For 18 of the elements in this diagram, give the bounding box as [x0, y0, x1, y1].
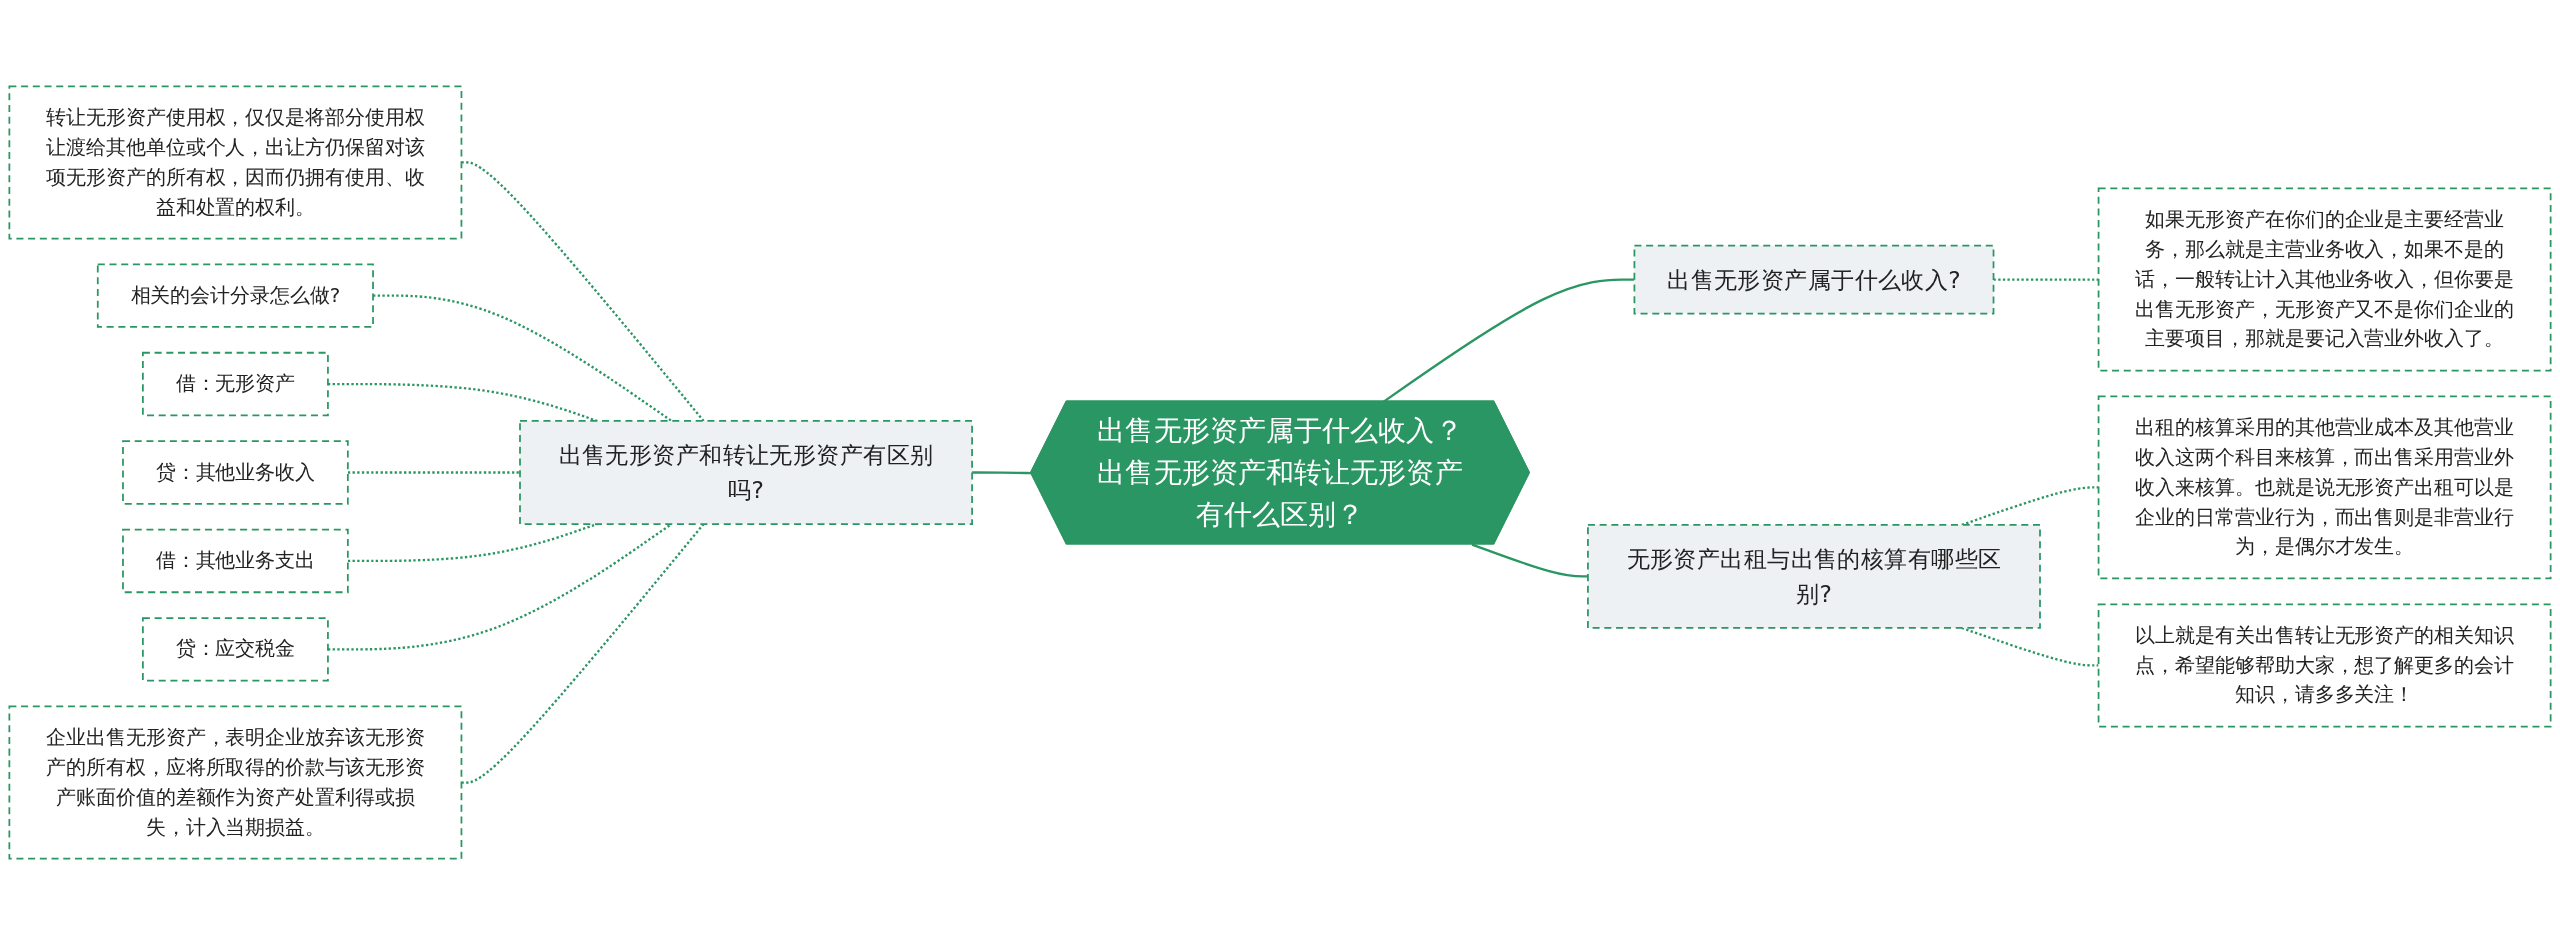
node-box: 借：无形资产	[142, 351, 329, 417]
node-box: 出租的核算采用的其他营业成本及其他营业收入这两个科目来核算，而出售采用营业外收入来核算。也就是说无形资产出租可以是企业的日常营业行为，而出售则是非营业行为，是偶尔才发生。	[2097, 395, 2552, 580]
connector	[327, 523, 673, 651]
node-box: 无形资产出租与出售的核算有哪些区别?	[1587, 524, 2041, 629]
connector	[1383, 278, 1635, 403]
node-box: 贷：其他业务收入	[122, 440, 349, 505]
node-box: 转让无形资产使用权，仅仅是将部分使用权让渡给其他单位或个人，出让方仍保留对该项无形资产的所有权，因而仍拥有使用、收益和处置的权利。	[8, 85, 463, 240]
node-box: 相关的会计分录怎么做?	[96, 263, 374, 328]
node-box: 企业出售无形资产，表明企业放弃该无形资产的所有权，应将所取得的价款与该无形资产账面价值的差额作为资产处置利得或损失，计入当期损益。	[8, 705, 463, 860]
connector	[347, 471, 520, 474]
node-box: 出售无形资产属于什么收入?	[1633, 244, 1995, 315]
node-box: 以上就是有关出售转让无形资产的相关知识点，希望能够帮助大家，想了解更多的会计知识，请多多关注！	[2097, 603, 2552, 728]
node-box: 如果无形资产在你们的企业是主要经营业务，那么就是主营业务收入，如果不是的话，一般转让计入其他业务收入，但你要是出售无形资产，无形资产又不是你们企业的主要项目，那就是要记入营业外收入了。	[2097, 187, 2552, 372]
connector	[1471, 543, 1588, 578]
node-box: 借：其他业务支出	[122, 528, 349, 594]
node-box: 贷：应交税金	[142, 617, 329, 682]
node-box: 出售无形资产和转让无形资产有区别吗?	[519, 420, 973, 525]
connector	[972, 471, 1032, 475]
